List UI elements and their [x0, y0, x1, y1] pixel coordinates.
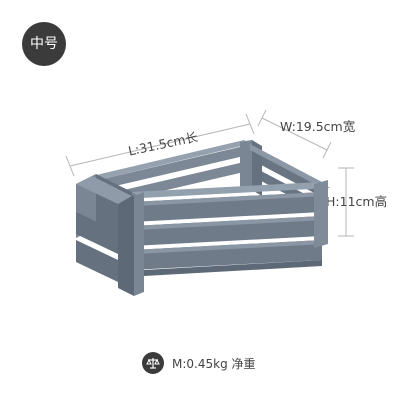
width-label: W:19.5cm宽	[280, 119, 355, 134]
weight-label: M:0.45kg 净重	[172, 356, 256, 371]
size-badge: 中号	[22, 22, 66, 66]
width-dimension	[257, 109, 332, 159]
crate	[76, 140, 330, 296]
height-dimension	[338, 167, 354, 237]
weight-info: M:0.45kg 净重	[142, 352, 256, 374]
length-dimension	[65, 113, 255, 177]
scale-icon	[142, 352, 164, 374]
height-label: H:11cm高	[326, 194, 387, 209]
